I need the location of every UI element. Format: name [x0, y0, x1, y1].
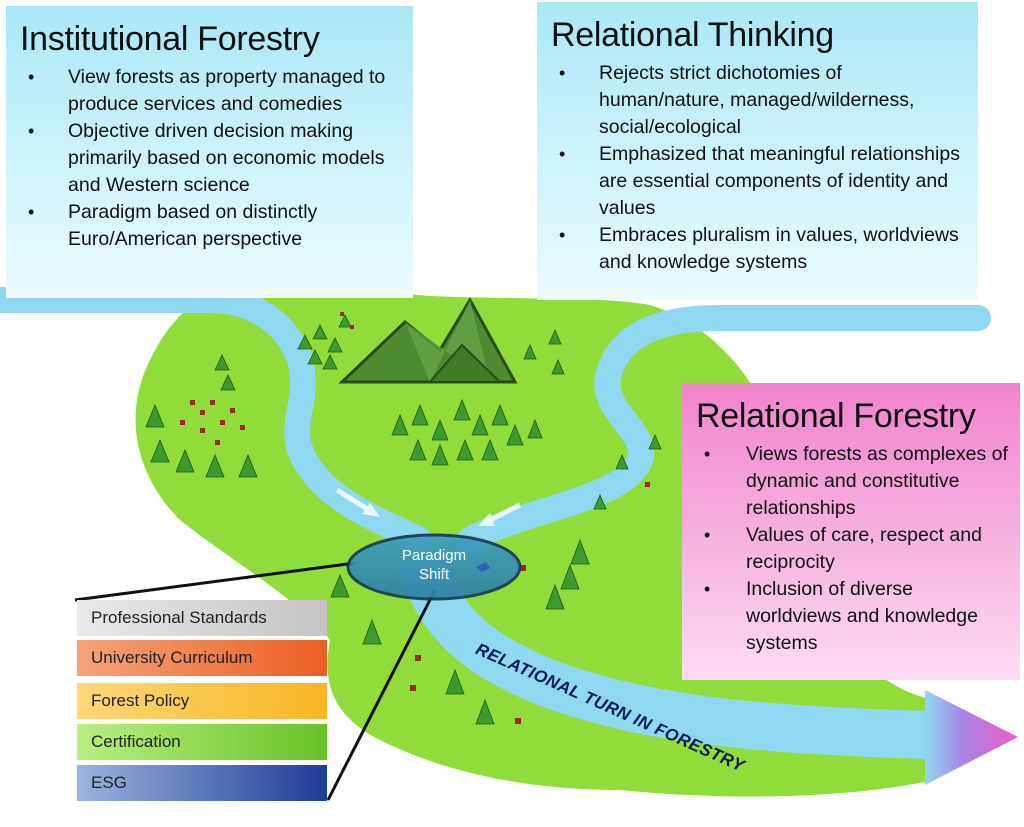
relational-thinking-box: Relational Thinking • Rejects strict dich…: [537, 2, 978, 300]
trees: [145, 314, 662, 725]
paradigm-shift-label: Paradigm Shift: [352, 546, 516, 584]
relational-forestry-list: • Views forests as complexes of dynamic a…: [696, 441, 1012, 657]
bullet-text: Paradigm based on distinctly Euro/Americ…: [68, 201, 318, 250]
stumps: [180, 312, 650, 724]
list-item: • Rejects strict dichotomies of human/nat…: [551, 60, 968, 141]
river-left: [0, 287, 433, 553]
bullet-text: Rejects strict dichotomies of human/natu…: [599, 62, 915, 138]
list-item: • Values of care, respect and reciprocity: [696, 522, 1012, 576]
paradigm-shift-oval: [346, 533, 522, 601]
bullet-text: View forests as property managed to prod…: [68, 66, 386, 115]
bullet-glyph: •: [559, 144, 566, 164]
list-item: • Paradigm based on distinctly Euro/Ameri…: [20, 199, 401, 253]
list-item: • View forests as property managed to pro…: [20, 64, 401, 118]
legend-professional-standards: Professional Standards: [77, 600, 327, 636]
river-right: [457, 305, 991, 553]
legend-forest-policy: Forest Policy: [77, 683, 327, 719]
mountain-front: [427, 343, 503, 383]
connector-line-bottom: [326, 589, 437, 801]
bullet-text: Values of care, respect and reciprocity: [746, 524, 982, 573]
connector-line-top: [74, 561, 356, 602]
institutional-forestry-title: Institutional Forestry: [20, 20, 320, 58]
arrow-head: [925, 690, 1018, 785]
bullet-glyph: •: [28, 121, 35, 141]
list-item: • Embraces pluralism in values, worldview…: [551, 222, 968, 276]
legend-esg: ESG: [77, 765, 327, 801]
bullet-text: Objective driven decision making primari…: [68, 120, 385, 196]
bullet-text: Inclusion of diverse worldviews and know…: [746, 578, 978, 654]
list-item: • Emphasized that meaningful relationship…: [551, 141, 968, 222]
bullet-glyph: •: [559, 225, 566, 245]
flow-arrow-left-head: [362, 503, 380, 517]
relational-thinking-list: • Rejects strict dichotomies of human/nat…: [551, 60, 968, 276]
bullet-text: Embraces pluralism in values, worldviews…: [599, 224, 959, 273]
relational-forestry-title: Relational Forestry: [696, 397, 976, 435]
bullet-text: Views forests as complexes of dynamic an…: [746, 443, 1008, 519]
institutional-forestry-list: • View forests as property managed to pro…: [20, 64, 401, 253]
relational-forestry-box: Relational Forestry • Views forests as co…: [682, 383, 1020, 680]
bullet-glyph: •: [28, 67, 35, 87]
blue-fish-mark: [476, 562, 490, 572]
list-item: • Objective driven decision making primar…: [20, 118, 401, 199]
bullet-glyph: •: [559, 63, 566, 83]
paradigm-shift-line2: Shift: [418, 566, 449, 583]
bullet-glyph: •: [704, 579, 711, 599]
bullet-text: Emphasized that meaningful relationships…: [599, 143, 960, 219]
list-item: • Views forests as complexes of dynamic a…: [696, 441, 1012, 522]
paradigm-shift-line1: Paradigm: [401, 547, 467, 564]
bullet-glyph: •: [28, 202, 35, 222]
bullet-glyph: •: [704, 525, 711, 545]
river-main: [397, 552, 931, 759]
relational-thinking-title: Relational Thinking: [551, 16, 834, 54]
legend-certification: Certification: [77, 724, 327, 760]
institutional-forestry-box: Institutional Forestry • View forests as …: [6, 6, 413, 298]
list-item: • Inclusion of diverse worldviews and kno…: [696, 576, 1012, 657]
flow-arrow-right-head: [478, 513, 495, 526]
bullet-glyph: •: [704, 444, 711, 464]
legend-university-curriculum: University Curriculum: [77, 640, 327, 676]
